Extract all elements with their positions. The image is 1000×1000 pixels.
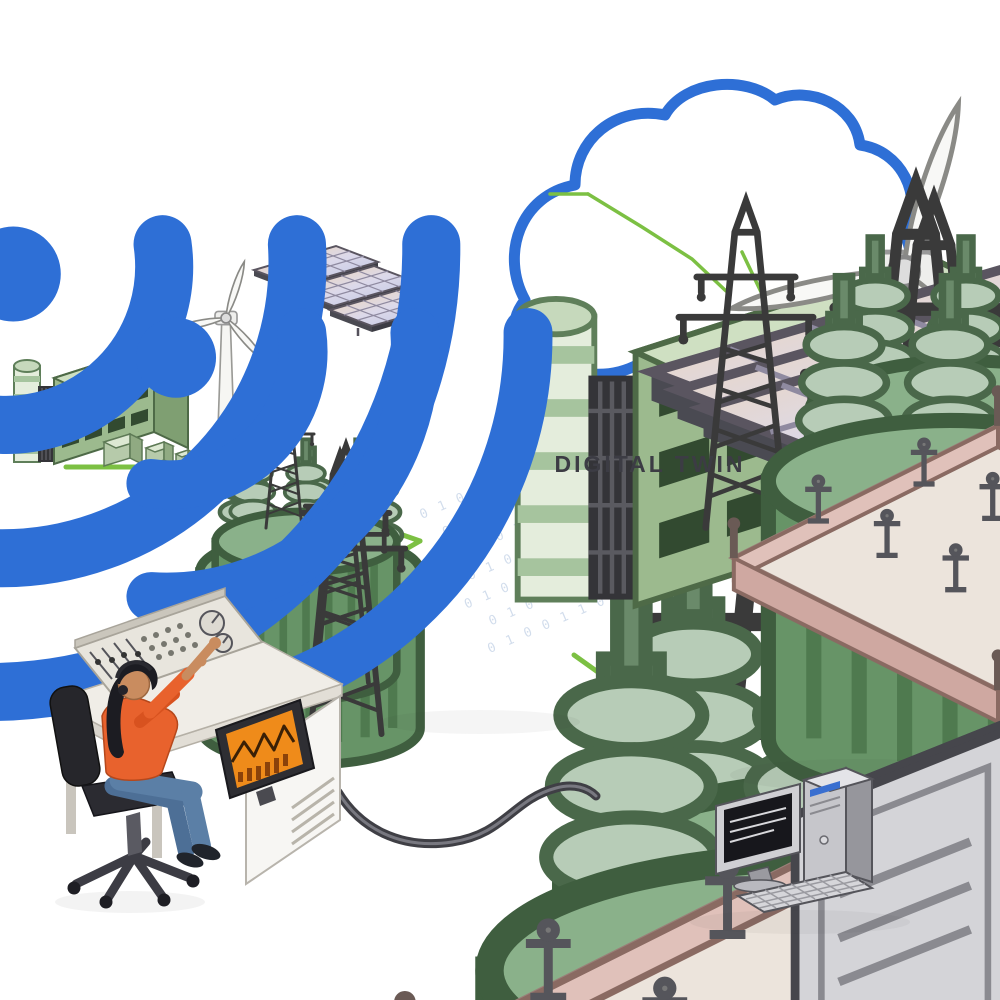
pc-monitor bbox=[715, 782, 801, 893]
operator-legs bbox=[104, 769, 211, 860]
digital-twin-cloud bbox=[508, 78, 1000, 800]
chair-post bbox=[126, 812, 142, 856]
office-chair bbox=[49, 685, 200, 909]
operator-shoe bbox=[176, 852, 204, 868]
waveform-bars bbox=[238, 754, 288, 782]
headset-earcup-icon bbox=[118, 685, 128, 695]
desktop-computer bbox=[715, 766, 875, 914]
operator-arms bbox=[134, 637, 221, 728]
cabinet-vents bbox=[291, 776, 335, 846]
waveform-monitor bbox=[214, 698, 316, 806]
substation-shadow bbox=[380, 710, 580, 734]
pc-tower bbox=[801, 766, 875, 888]
desk-cabinet bbox=[245, 694, 341, 886]
operator-shoe bbox=[191, 843, 221, 861]
operator-hair-back bbox=[106, 676, 128, 759]
chair-casters bbox=[67, 874, 200, 909]
pc-power-button bbox=[819, 835, 829, 845]
digital-twin-label: DIGITAL TWIN bbox=[554, 451, 745, 477]
desk-leg bbox=[152, 758, 162, 858]
waveform-trace bbox=[230, 724, 296, 763]
console-slider-knobs bbox=[95, 651, 141, 665]
pc-keyboard bbox=[735, 870, 875, 914]
operator bbox=[101, 637, 221, 868]
data-cable bbox=[333, 781, 601, 849]
pc-drive-slot bbox=[810, 781, 840, 797]
pc-shadow bbox=[690, 910, 910, 934]
chair-shadow bbox=[55, 891, 205, 913]
console-buttons bbox=[141, 623, 198, 660]
chair-base bbox=[71, 837, 195, 903]
headset-band-icon bbox=[115, 660, 153, 679]
